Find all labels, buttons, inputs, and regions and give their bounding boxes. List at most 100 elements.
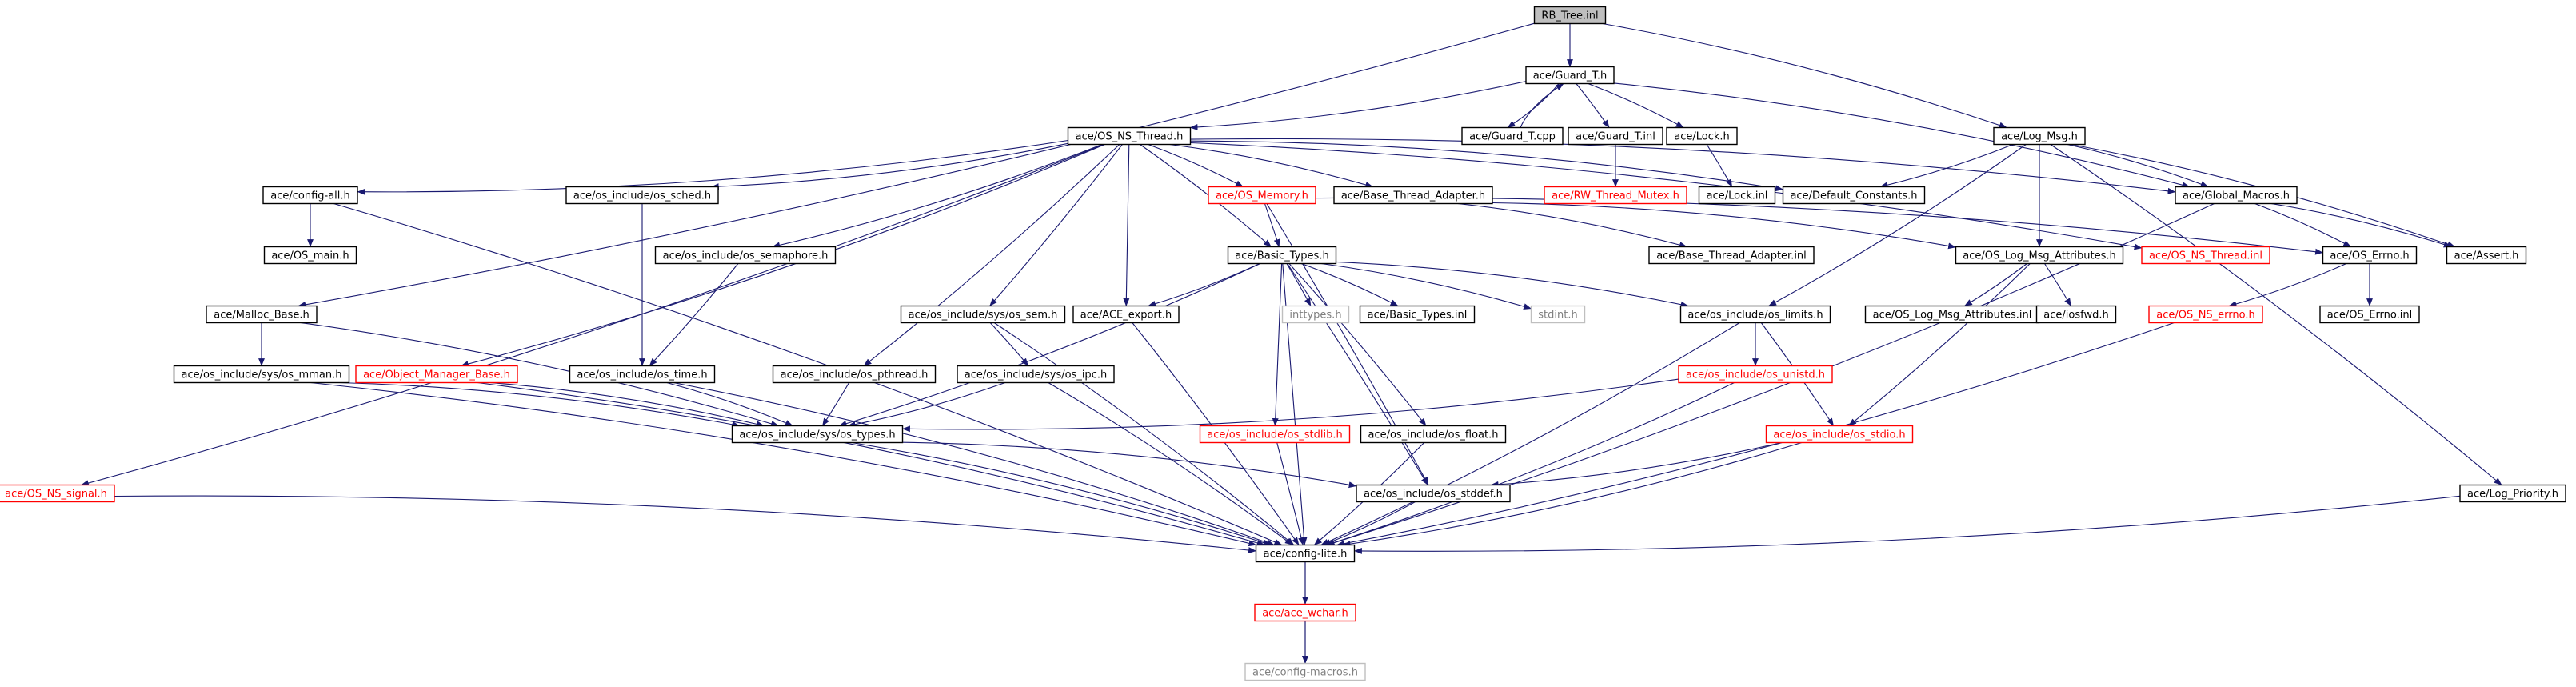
edge-guard_t_h-to-os_ns_thread_h	[1189, 81, 1527, 130]
node-label: ace/os_include/os_float.h	[1368, 429, 1498, 441]
node-box	[1765, 425, 1914, 444]
edge-os_ns_thread_h-to-os_ns_thread_inl	[1190, 142, 2143, 250]
node-label: ace/os_include/os_stdlib.h	[1207, 429, 1342, 441]
node-box	[173, 365, 350, 384]
node-guard-t-h[interactable]: ace/Guard_T.h	[1525, 66, 1615, 85]
node-basic-types-h[interactable]: ace/Basic_Types.h	[1227, 246, 1337, 265]
dependency-edges	[81, 22, 2502, 664]
node-label: ace/RW_Thread_Mutex.h	[1552, 190, 1679, 202]
node-os-limits-h[interactable]: ace/os_include/os_limits.h	[1679, 305, 1831, 324]
edge-base_thread_adapter_h-to-base_thread_adapter_inl	[1457, 202, 1687, 248]
edge-os_stdio_h-to-os_stddef_h	[1490, 441, 1783, 488]
node-box	[1255, 544, 1356, 563]
node-lock-inl[interactable]: ace/Lock.inl	[1698, 186, 1776, 205]
node-base-thread-adapter-h[interactable]: ace/Base_Thread_Adapter.h	[1333, 186, 1493, 205]
edge-os_log_msg_attributes_h-to-os_stdio_h	[1848, 263, 2031, 426]
node-os-pthread-h[interactable]: ace/os_include/os_pthread.h	[772, 365, 937, 384]
node-lock-h[interactable]: ace/Lock.h	[1666, 126, 1738, 146]
node-box	[0, 484, 115, 503]
node-os-types-h[interactable]: ace/os_include/sys/os_types.h	[731, 425, 904, 444]
node-os-ipc-h[interactable]: ace/os_include/sys/os_ipc.h	[957, 365, 1115, 384]
node-os-semaphore-h[interactable]: ace/os_include/os_semaphore.h	[654, 246, 837, 265]
edge-rb_tree_inl-to-malloc_base_h	[298, 22, 1535, 308]
node-os-stddef-h[interactable]: ace/os_include/os_stddef.h	[1356, 484, 1511, 503]
node-basic-types-inl[interactable]: ace/Basic_Types.inl	[1359, 305, 1476, 324]
node-os-stdlib-h[interactable]: ace/os_include/os_stdlib.h	[1199, 425, 1351, 444]
node-guard-t-inl[interactable]: ace/Guard_T.inl	[1568, 126, 1663, 146]
node-iosfwd-h[interactable]: ace/iosfwd.h	[2035, 305, 2117, 324]
node-rw-thread-mutex-h[interactable]: ace/RW_Thread_Mutex.h	[1544, 186, 1687, 205]
node-box	[1533, 6, 1607, 25]
node-label: ace/OS_Log_Msg_Attributes.inl	[1873, 310, 2032, 322]
node-config-macros-h[interactable]: ace/config-macros.h	[1244, 662, 1366, 681]
edge-rb_tree_inl-to-log_msg_h	[1602, 22, 2007, 129]
node-guard-t-cpp[interactable]: ace/Guard_T.cpp	[1461, 126, 1564, 146]
node-config-all-h[interactable]: ace/config-all.h	[262, 186, 358, 205]
node-box	[2141, 246, 2270, 265]
node-os-ns-thread-inl[interactable]: ace/OS_NS_Thread.inl	[2141, 246, 2270, 265]
node-os-float-h[interactable]: ace/os_include/os_float.h	[1360, 425, 1507, 444]
node-ace-export-h[interactable]: ace/ACE_export.h	[1072, 305, 1180, 324]
edge-os_memory_h-to-basic_types_h	[1264, 203, 1280, 247]
node-box	[1254, 603, 1356, 622]
node-os-stdio-h[interactable]: ace/os_include/os_stdio.h	[1765, 425, 1914, 444]
node-inttypes-h[interactable]: inttypes.h	[1281, 305, 1350, 324]
node-global-macros-h[interactable]: ace/Global_Macros.h	[2175, 186, 2298, 205]
node-os-sem-h[interactable]: ace/os_include/sys/os_sem.h	[900, 305, 1066, 324]
node-label: ace/Guard_T.h	[1533, 70, 1607, 82]
node-stdint-h[interactable]: stdint.h	[1530, 305, 1586, 324]
node-box	[1530, 305, 1586, 324]
node-assert-h[interactable]: ace/Assert.h	[2446, 246, 2527, 265]
node-os-unistd-h[interactable]: ace/os_include/os_unistd.h	[1678, 365, 1833, 384]
edge-os_errno_h-to-os_ns_errno_h	[2228, 262, 2347, 307]
node-box	[1208, 186, 1316, 205]
node-box	[1072, 305, 1180, 324]
edge-config_all_h-to-config_lite_h	[333, 202, 1283, 546]
node-os-errno-h[interactable]: ace/OS_Errno.h	[2322, 246, 2418, 265]
node-os-time-h[interactable]: ace/os_include/os_time.h	[569, 365, 716, 384]
node-label: ace/os_include/os_sched.h	[573, 190, 711, 202]
edge-os_time_h-to-config_lite_h	[673, 381, 1275, 546]
node-os-log-msg-attributes-inl[interactable]: ace/OS_Log_Msg_Attributes.inl	[1864, 305, 2040, 324]
node-os-errno-inl[interactable]: ace/OS_Errno.inl	[2319, 305, 2420, 324]
edge-global_macros_h-to-assert_h	[2270, 202, 2452, 248]
node-base-thread-adapter-inl[interactable]: ace/Base_Thread_Adapter.inl	[1648, 246, 1815, 265]
edge-os_ns_errno_h-to-config_lite_h	[1336, 322, 2175, 547]
node-label: ace/config-all.h	[270, 190, 350, 202]
edge-malloc_base_h-to-os_types_h	[300, 322, 779, 427]
node-ace-wchar-h[interactable]: ace/ace_wchar.h	[1254, 603, 1356, 622]
edge-lock_h-to-lock_inl	[1706, 144, 1733, 187]
node-label: ace/OS_Log_Msg_Attributes.h	[1963, 250, 2115, 262]
node-box	[1679, 305, 1831, 324]
node-config-lite-h[interactable]: ace/config-lite.h	[1255, 544, 1356, 563]
node-os-log-msg-attributes-h[interactable]: ace/OS_Log_Msg_Attributes.h	[1955, 246, 2124, 265]
node-os-ns-errno-h[interactable]: ace/OS_NS_errno.h	[2148, 305, 2263, 324]
node-box	[957, 365, 1115, 384]
node-os-sched-h[interactable]: ace/os_include/os_sched.h	[565, 186, 719, 205]
node-label: ace/Guard_T.cpp	[1469, 131, 1556, 143]
node-label: ace/os_include/os_limits.h	[1687, 310, 1823, 322]
edge-basic_types_h-to-config_lite_h	[1282, 263, 1308, 545]
node-label: ace/Log_Priority.h	[2467, 489, 2558, 501]
node-box	[1666, 126, 1738, 146]
node-log-msg-h[interactable]: ace/Log_Msg.h	[1993, 126, 2086, 146]
node-box	[1568, 126, 1663, 146]
node-object-manager-base-h[interactable]: ace/Object_Manager_Base.h	[355, 365, 518, 384]
node-rb-tree-inl[interactable]: RB_Tree.inl	[1533, 6, 1607, 25]
node-label: ace/os_include/sys/os_ipc.h	[965, 369, 1107, 381]
node-default-constants-h[interactable]: ace/Default_Constants.h	[1782, 186, 1926, 205]
node-label: ace/os_include/os_unistd.h	[1686, 369, 1825, 381]
node-os-mman-h[interactable]: ace/os_include/sys/os_mman.h	[173, 365, 350, 384]
node-os-ns-signal-h[interactable]: ace/OS_NS_signal.h	[0, 484, 115, 503]
node-os-main-h[interactable]: ace/OS_main.h	[263, 246, 357, 265]
node-label: ace/OS_main.h	[271, 250, 349, 262]
edge-os_ns_thread_h-to-basic_types_h	[1140, 144, 1272, 247]
node-box	[1461, 126, 1564, 146]
edge-guard_t_h-to-lock_h	[1588, 82, 1684, 128]
node-box	[772, 365, 937, 384]
node-label: ace/OS_Errno.inl	[2327, 310, 2412, 322]
node-log-priority-h[interactable]: ace/Log_Priority.h	[2459, 484, 2566, 503]
node-os-memory-h[interactable]: ace/OS_Memory.h	[1208, 186, 1316, 205]
node-os-ns-thread-h[interactable]: ace/OS_NS_Thread.h	[1067, 126, 1192, 146]
node-malloc-base-h[interactable]: ace/Malloc_Base.h	[206, 305, 318, 324]
